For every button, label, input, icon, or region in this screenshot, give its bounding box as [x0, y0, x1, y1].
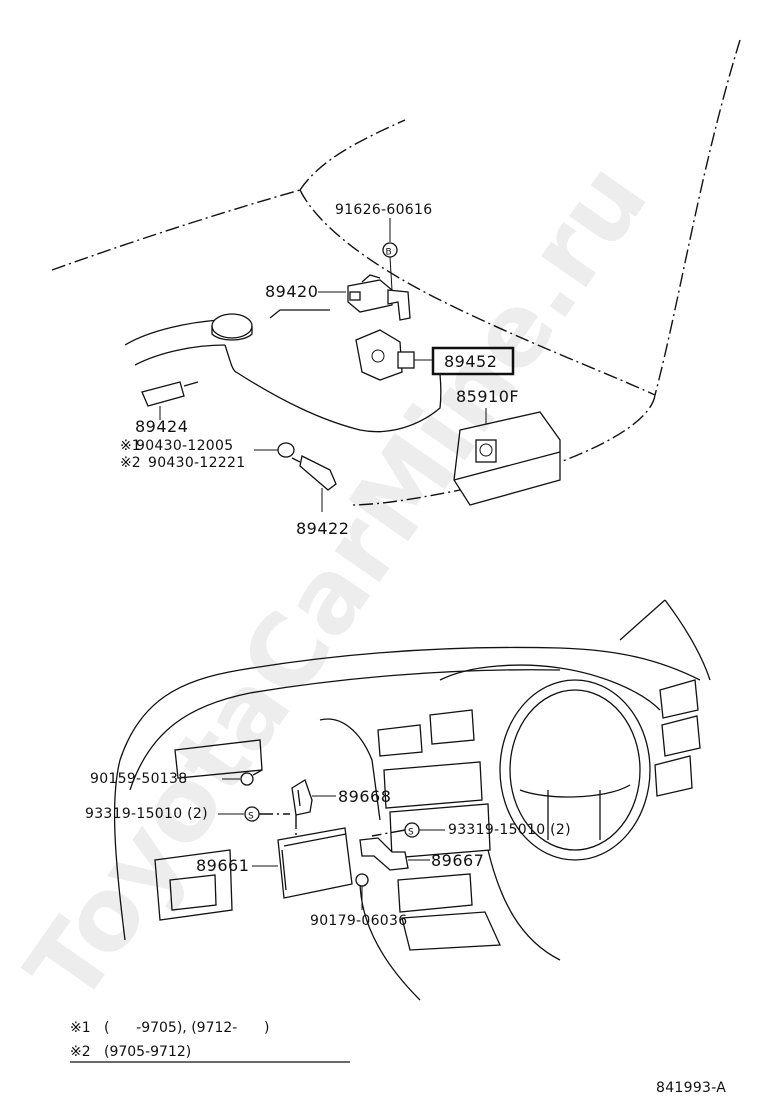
side-vents: [654, 679, 701, 797]
callout-89667: 89667: [431, 851, 484, 870]
engine-block: [124, 309, 442, 433]
footnote-2-mark: ※2: [70, 1044, 91, 1060]
callout-89424: 89424: [135, 417, 188, 436]
callout-90159-50138: 90159-50138: [90, 771, 187, 787]
part-89668-bracket: 89668: [291, 779, 391, 840]
part-89667-bracket: 89667: [359, 837, 484, 871]
callout-89661: 89661: [196, 856, 249, 875]
part-89422-sensor: 89422: [291, 455, 349, 538]
callout-90430-12005: 90430-12005: [136, 438, 233, 454]
footnotes: ※1 ( -9705), (9712- ) ※2 (9705-9712): [70, 1020, 350, 1063]
nut-90179: 90179-06036: [310, 873, 407, 929]
screw-93319-left: 93319-15010 (2) S: [85, 806, 290, 822]
svg-text:B: B: [386, 248, 392, 258]
part-89420-pressure-sensor: 89420: [265, 274, 411, 321]
part-89424-temp-sensor: 89424: [135, 381, 199, 436]
callout-91626-60616: 91626-60616: [335, 202, 432, 218]
callout-93319-15010-left: 93319-15010 (2): [85, 806, 208, 822]
svg-text:S: S: [408, 828, 414, 838]
highlight-box-89452: [431, 346, 515, 376]
bolt-91626: 91626-60616 B: [335, 202, 432, 291]
callout-89422: 89422: [296, 519, 349, 538]
watermark-text: ToyotaCarMine.ru: [4, 142, 670, 1024]
svg-text:S: S: [248, 812, 254, 822]
callout-93319-15010-right: 93319-15010 (2): [448, 822, 571, 838]
bolt-90159: 90159-50138: [90, 769, 263, 787]
callout-89420: 89420: [265, 282, 318, 301]
steering-wheel: [499, 679, 651, 861]
callout-89668: 89668: [338, 787, 391, 806]
part-85910f: 85910F: [453, 387, 561, 506]
dashboard-outline: [113, 599, 711, 1001]
callout-85910F: 85910F: [456, 387, 519, 406]
part-89452-throttle-sensor: 89452: [355, 329, 515, 381]
part-89661-ecu: 89661: [196, 827, 353, 899]
callout-89452: 89452: [444, 352, 497, 371]
screw-93319-right: S 93319-15010 (2): [371, 822, 571, 838]
footnote-1-mark: ※1: [70, 1020, 91, 1036]
svg-text:※1: ※1: [120, 438, 141, 454]
gasket-90430: ※1 90430-12005 ※2 90430-12221: [120, 438, 295, 471]
drawing-id: 841993-A: [656, 1080, 726, 1096]
callout-90430-12221: 90430-12221: [148, 455, 245, 471]
svg-text:※2: ※2: [120, 455, 141, 471]
footnote-2-text: (9705-9712): [104, 1044, 191, 1060]
callout-90179-06036: 90179-06036: [310, 913, 407, 929]
footnote-1-text: ( -9705), (9712- ): [104, 1020, 270, 1036]
